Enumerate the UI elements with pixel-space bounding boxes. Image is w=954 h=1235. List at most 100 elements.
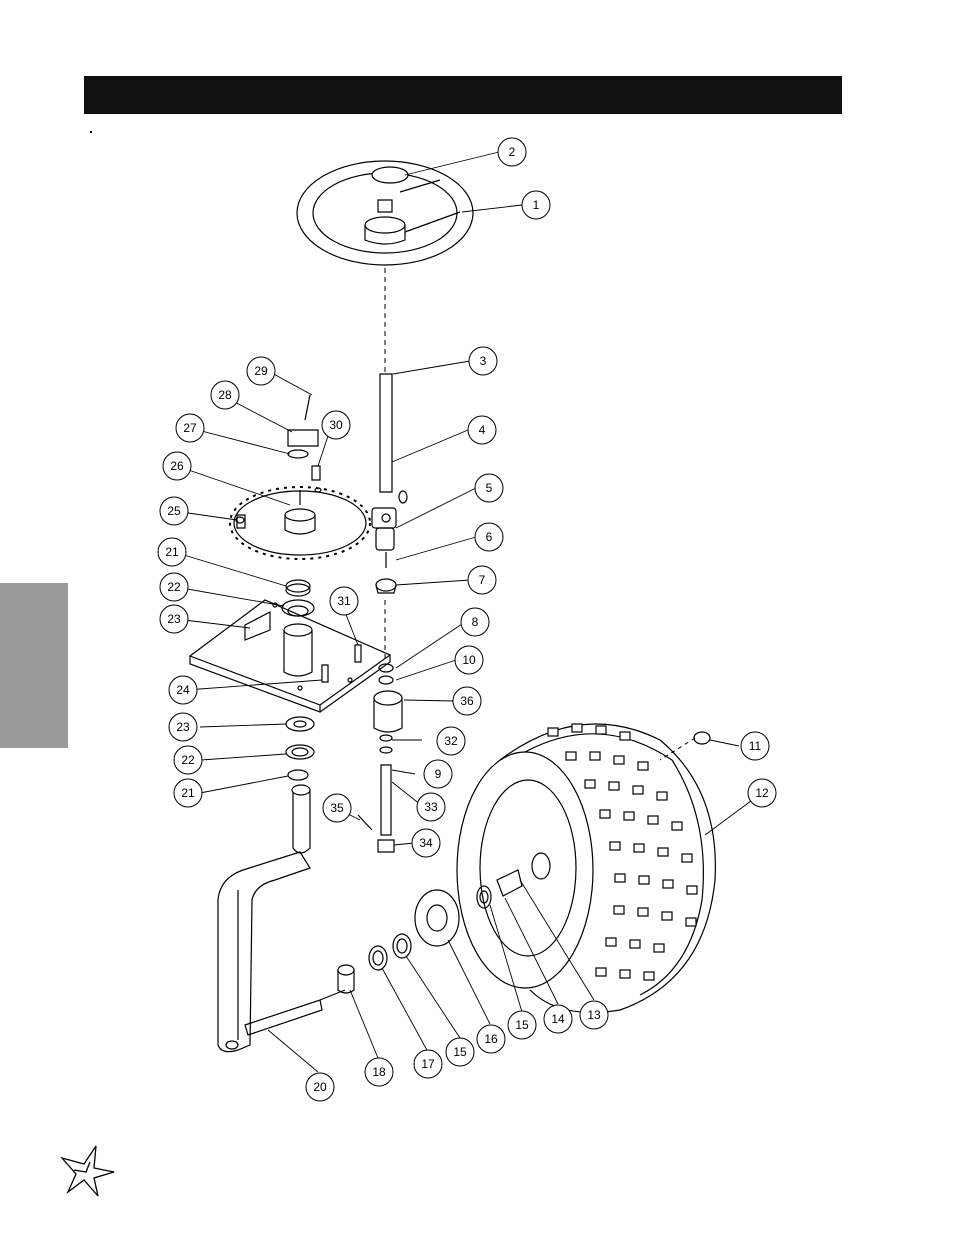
lower-bearing-stack bbox=[285, 716, 315, 781]
pivot-housing bbox=[373, 600, 403, 733]
callout-28: 28 bbox=[210, 380, 240, 410]
callout-15: 15 bbox=[445, 1037, 475, 1067]
callout-34: 34 bbox=[411, 828, 441, 858]
callout-label: 8 bbox=[472, 615, 479, 629]
callout-label: 18 bbox=[372, 1065, 386, 1079]
callout-label: 15 bbox=[515, 1018, 529, 1032]
callout-circle bbox=[474, 473, 504, 503]
callout-label: 31 bbox=[337, 594, 351, 608]
callout-label: 32 bbox=[444, 734, 458, 748]
callout-label: 22 bbox=[181, 753, 195, 767]
callout-circle bbox=[157, 537, 187, 567]
steering-wheel bbox=[296, 160, 474, 266]
callout-label: 29 bbox=[254, 364, 268, 378]
callout-label: 11 bbox=[749, 739, 762, 753]
callout-circle bbox=[436, 726, 466, 756]
callout-25: 25 bbox=[159, 496, 189, 526]
callout-24: 24 bbox=[168, 675, 198, 705]
callout-14: 14 bbox=[543, 1004, 573, 1034]
callout-label: 24 bbox=[176, 683, 190, 697]
callout-circle bbox=[521, 190, 551, 220]
callout-label: 10 bbox=[462, 653, 476, 667]
callout-label: 28 bbox=[218, 388, 232, 402]
callout-18: 18 bbox=[364, 1057, 394, 1087]
callout-22: 22 bbox=[173, 745, 203, 775]
callout-33: 33 bbox=[416, 792, 446, 822]
castle-nut-assembly bbox=[236, 394, 321, 529]
callout-circle bbox=[445, 1037, 475, 1067]
callout-circle bbox=[460, 607, 490, 637]
section-title-bar bbox=[84, 76, 842, 114]
callout-label: 30 bbox=[329, 418, 343, 432]
callout-21: 21 bbox=[173, 778, 203, 808]
callout-3: 3 bbox=[468, 346, 498, 376]
callout-circle bbox=[175, 413, 205, 443]
callout-circle bbox=[413, 1049, 443, 1079]
pivot-shaft bbox=[357, 734, 395, 853]
callout-circle bbox=[452, 686, 482, 716]
callout-circle bbox=[159, 496, 189, 526]
callout-circle bbox=[507, 1010, 537, 1040]
callout-27: 27 bbox=[175, 413, 205, 443]
callout-circle bbox=[543, 1004, 573, 1034]
universal-joint bbox=[371, 490, 408, 568]
callout-circle bbox=[364, 1057, 394, 1087]
callout-30: 30 bbox=[321, 410, 351, 440]
callout-10: 10 bbox=[454, 645, 484, 675]
callout-circle bbox=[159, 604, 189, 634]
callout-13: 13 bbox=[579, 1000, 609, 1030]
callout-label: 3 bbox=[480, 354, 487, 368]
callout-label: 27 bbox=[183, 421, 197, 435]
callout-label: 36 bbox=[460, 694, 474, 708]
callout-label: 9 bbox=[435, 767, 442, 781]
callout-16: 16 bbox=[476, 1024, 506, 1054]
callout-4: 4 bbox=[467, 415, 497, 445]
hub-assembly bbox=[337, 869, 523, 994]
callout-label: 12 bbox=[755, 786, 769, 800]
callout-11: 11 bbox=[740, 731, 770, 761]
callout-26: 26 bbox=[162, 451, 192, 481]
callout-label: 17 bbox=[421, 1057, 435, 1071]
callout-circle bbox=[321, 410, 351, 440]
callout-36: 36 bbox=[452, 686, 482, 716]
callout-circle bbox=[467, 415, 497, 445]
callout-label: 14 bbox=[551, 1012, 565, 1026]
page-dot bbox=[90, 131, 92, 133]
callout-21: 21 bbox=[157, 537, 187, 567]
callout-label: 4 bbox=[479, 423, 486, 437]
pinion-gear bbox=[375, 578, 397, 594]
callout-label: 21 bbox=[165, 545, 179, 559]
callout-circle bbox=[168, 712, 198, 742]
callout-label: 25 bbox=[167, 504, 181, 518]
callout-label: 20 bbox=[313, 1080, 327, 1094]
callout-12: 12 bbox=[747, 778, 777, 808]
callout-23: 23 bbox=[159, 604, 189, 634]
callout-circle bbox=[168, 675, 198, 705]
callout-label: 22 bbox=[167, 580, 181, 594]
star-logo-icon bbox=[60, 1145, 115, 1197]
callout-circle bbox=[159, 572, 189, 602]
callout-29: 29 bbox=[246, 356, 276, 386]
tire-and-wheel bbox=[456, 723, 716, 1014]
upper-bearing-stack bbox=[281, 579, 315, 677]
callout-circle bbox=[747, 778, 777, 808]
callout-20: 20 bbox=[305, 1072, 335, 1102]
callout-circle bbox=[467, 565, 497, 595]
callout-circle bbox=[454, 645, 484, 675]
callout-circle bbox=[246, 356, 276, 386]
spindle-arm bbox=[217, 784, 346, 1053]
callout-circle bbox=[173, 778, 203, 808]
callout-label: 16 bbox=[484, 1032, 498, 1046]
callout-circle bbox=[411, 828, 441, 858]
callout-6: 6 bbox=[474, 522, 504, 552]
callout-17: 17 bbox=[413, 1049, 443, 1079]
callout-label: 23 bbox=[176, 720, 190, 734]
mounting-plate bbox=[188, 599, 392, 713]
callout-label: 13 bbox=[587, 1008, 601, 1022]
callout-label: 35 bbox=[330, 801, 344, 815]
callout-circle bbox=[210, 380, 240, 410]
callout-5: 5 bbox=[474, 473, 504, 503]
callout-circle bbox=[476, 1024, 506, 1054]
callout-label: 23 bbox=[167, 612, 181, 626]
